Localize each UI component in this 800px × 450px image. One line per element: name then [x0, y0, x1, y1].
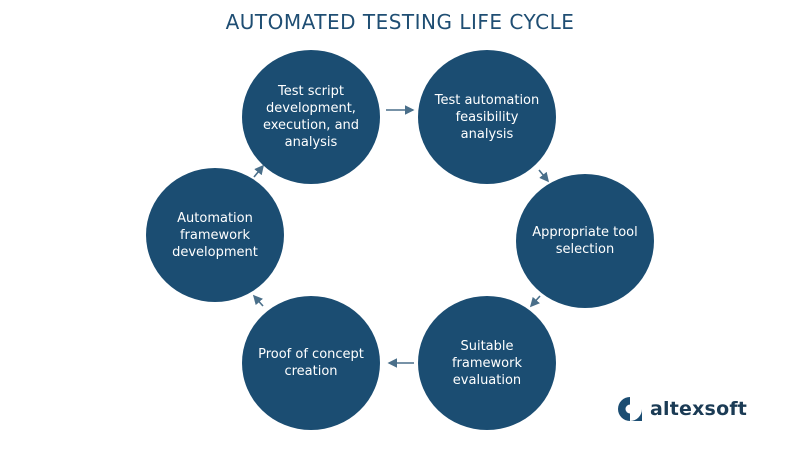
step-label: Test script development, execution, and …	[262, 84, 360, 150]
altexsoft-logo: altexsoft	[617, 396, 747, 422]
step-node-proof-of-concept: Proof of concept creation	[242, 296, 380, 430]
step-label: Proof of concept creation	[258, 347, 364, 379]
arrow-5-to-6	[252, 294, 264, 307]
altexsoft-logo-icon	[618, 397, 642, 421]
step-node-script-development: Test script development, execution, and …	[242, 50, 380, 184]
step-node-tool-selection: Appropriate tool selection	[516, 174, 654, 308]
diagram-title: AUTOMATED TESTING LIFE CYCLE	[225, 10, 575, 34]
step-label: Test automation feasibility analysis	[434, 92, 540, 142]
step-label: Suitable framework evaluation	[451, 338, 522, 388]
step-label: Appropriate tool selection	[532, 225, 638, 257]
logo-text: altexsoft	[650, 398, 748, 420]
arrow-6-to-1	[253, 164, 265, 178]
arrow-2-to-3	[538, 169, 550, 183]
step-node-framework-development: Automation framework development	[146, 168, 284, 302]
step-label: Automation framework development	[172, 210, 258, 260]
arrow-3-to-4	[529, 295, 541, 308]
step-node-feasibility-analysis: Test automation feasibility analysis	[418, 50, 556, 184]
step-node-framework-evaluation: Suitable framework evaluation	[418, 296, 556, 430]
